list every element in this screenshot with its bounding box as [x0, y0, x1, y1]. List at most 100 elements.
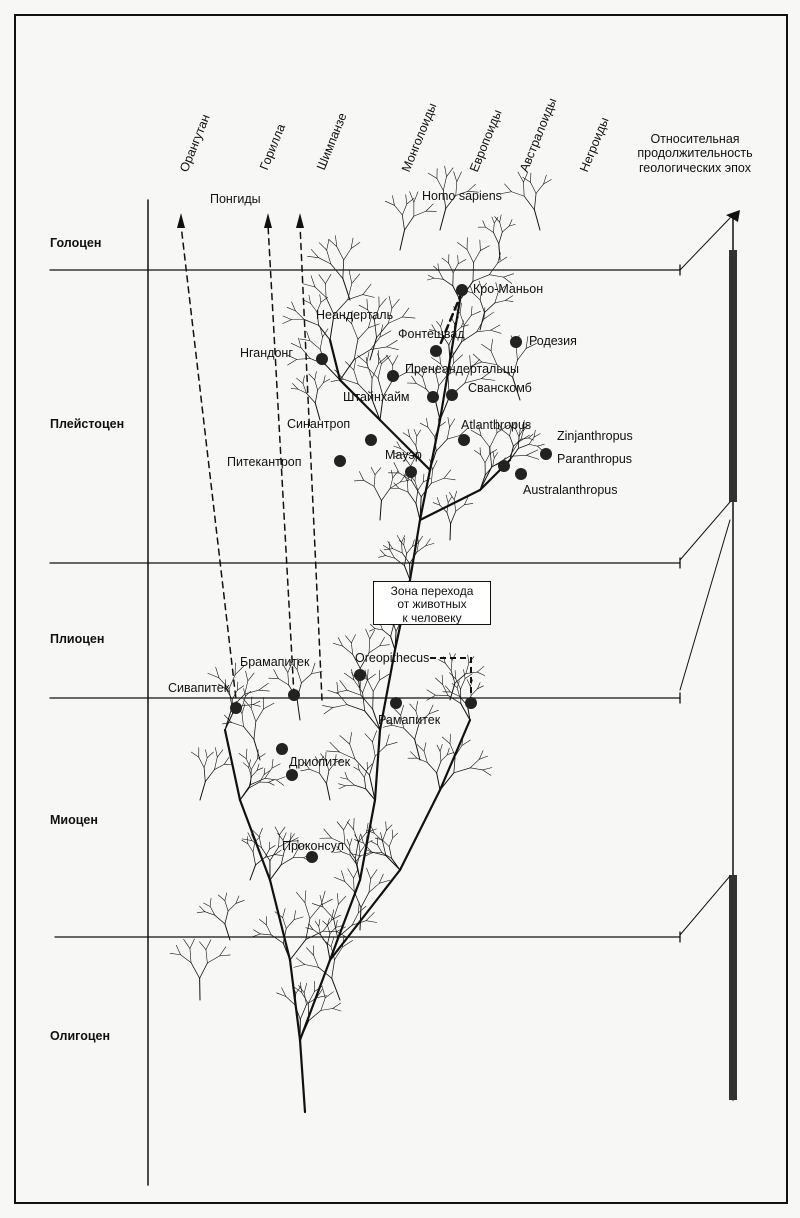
main-stem — [358, 798, 377, 882]
header-line: продолжительность — [637, 146, 753, 161]
branch — [332, 1002, 341, 1009]
branch — [446, 370, 456, 376]
branch — [426, 417, 429, 428]
branch — [543, 179, 552, 185]
oreopithecus-link — [430, 657, 472, 700]
branch — [290, 343, 302, 349]
branch — [358, 304, 368, 311]
branch — [488, 262, 498, 275]
branch — [379, 324, 384, 338]
branch — [274, 849, 282, 855]
branch — [379, 644, 390, 647]
branch — [450, 510, 457, 525]
branch — [302, 375, 305, 384]
branch — [438, 270, 444, 280]
branch — [198, 757, 205, 768]
branch — [448, 344, 451, 361]
branch — [357, 764, 360, 771]
main-stem — [328, 868, 402, 962]
branch — [378, 355, 389, 364]
fossil-marker — [515, 468, 527, 480]
branch — [455, 504, 465, 512]
branch — [430, 366, 437, 375]
branch — [303, 982, 308, 994]
branch — [365, 920, 378, 923]
branch — [203, 757, 208, 768]
branch — [505, 295, 514, 301]
branch — [377, 844, 383, 854]
branch — [452, 351, 454, 364]
fossil-marker — [510, 336, 522, 348]
branch — [251, 770, 258, 777]
branch — [353, 877, 355, 892]
branch — [296, 658, 299, 670]
label-steinheim: Штайнхайм — [343, 390, 410, 404]
branch — [393, 707, 401, 716]
branch — [457, 259, 467, 265]
branch — [445, 685, 451, 693]
branch — [225, 679, 227, 690]
branch — [255, 708, 264, 722]
branch — [478, 755, 488, 760]
branch — [497, 252, 501, 264]
branch — [205, 749, 208, 759]
branch — [250, 777, 266, 785]
branch — [369, 628, 376, 632]
branch — [252, 851, 256, 866]
branch — [351, 634, 356, 644]
main-stem — [298, 958, 332, 1042]
branch — [418, 713, 430, 724]
branch — [413, 210, 427, 217]
branch — [337, 893, 339, 905]
label-mauer: Мауэр — [385, 448, 422, 462]
branch — [290, 661, 298, 670]
branch — [264, 848, 270, 858]
branch — [369, 337, 378, 361]
branch — [351, 853, 361, 857]
branch — [235, 895, 240, 904]
branch — [286, 307, 296, 312]
branch — [469, 361, 482, 367]
branch — [322, 328, 329, 338]
branch — [392, 832, 399, 839]
branch — [251, 834, 256, 843]
branch — [479, 239, 481, 251]
branch — [370, 623, 376, 629]
branch — [222, 722, 232, 725]
branch — [333, 851, 342, 853]
branch — [520, 430, 524, 440]
branch — [481, 282, 487, 290]
zone-line: к человеку — [402, 610, 462, 625]
branch — [482, 220, 486, 228]
branch — [496, 364, 514, 378]
branch — [474, 450, 481, 455]
branch — [302, 383, 307, 394]
branch — [382, 544, 390, 550]
branch — [330, 263, 344, 279]
fossil-marker — [354, 669, 366, 681]
branch — [214, 756, 218, 770]
branch — [385, 821, 387, 831]
branch — [246, 836, 249, 845]
branch — [378, 555, 386, 558]
branch — [489, 449, 498, 455]
main-stem — [418, 488, 482, 522]
branch — [429, 450, 437, 471]
branch — [296, 698, 301, 721]
branch — [370, 869, 378, 880]
branch — [365, 835, 368, 845]
branch — [420, 482, 432, 498]
branch — [325, 364, 341, 381]
branch — [476, 329, 491, 333]
branch — [496, 424, 509, 434]
branch — [224, 892, 228, 901]
branch — [381, 852, 392, 859]
branch — [407, 480, 409, 493]
branch — [333, 643, 343, 647]
branch — [436, 497, 441, 506]
branch — [400, 448, 409, 455]
branch — [510, 422, 516, 429]
branch — [400, 704, 404, 716]
connector — [679, 501, 731, 561]
branch — [333, 918, 339, 938]
